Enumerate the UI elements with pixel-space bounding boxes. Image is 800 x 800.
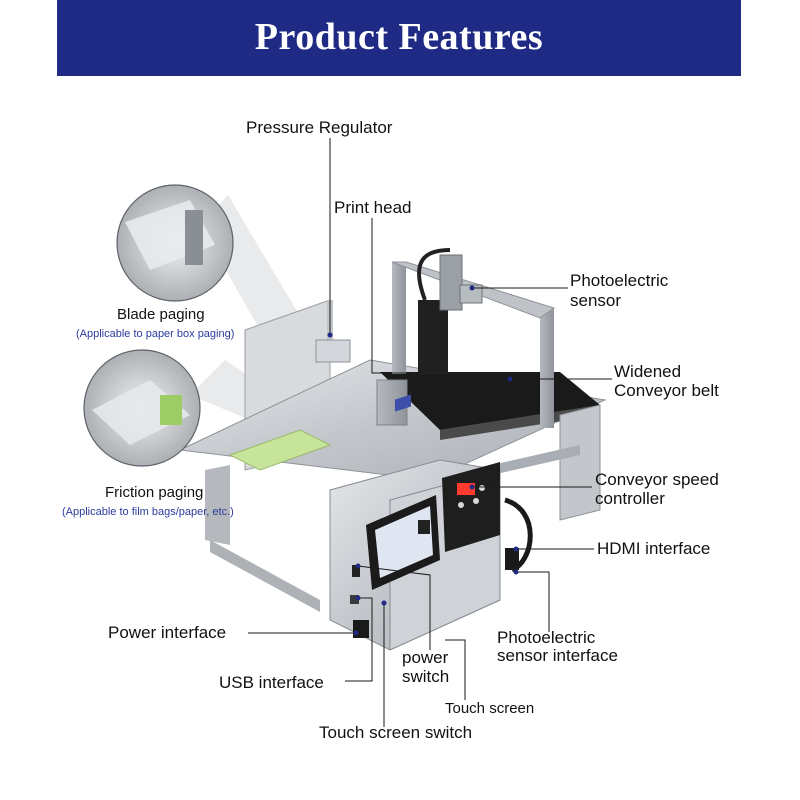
label-widened-1: Widened — [614, 362, 682, 381]
label-conveyor-speed-2: controller — [595, 489, 665, 508]
conveyor-belt-edge — [440, 405, 600, 440]
dot-power-switch — [355, 563, 361, 569]
label-power-switch-1: power — [402, 648, 449, 667]
speed-button-2 — [458, 502, 464, 508]
label-touch-screen: Touch screen — [445, 700, 535, 717]
gantry-post-right — [540, 308, 554, 428]
label-power-switch-2: switch — [402, 667, 450, 686]
dot-hdmi — [513, 546, 519, 552]
leader-dots — [327, 285, 519, 636]
label-photo-sensor-interface-1: Photoelectric — [497, 628, 596, 647]
label-blade-paging: Blade paging — [117, 306, 205, 323]
touch-screen-switch-port — [352, 565, 360, 577]
dot-photo-sensor-interface — [513, 569, 519, 575]
dot-photoelectric-sensor — [469, 285, 475, 291]
touch-screen-qr — [418, 520, 430, 534]
paper-stack — [228, 429, 332, 471]
dot-power-interface — [353, 630, 359, 636]
label-print-head: Print head — [334, 198, 412, 217]
dot-widened-belt — [507, 376, 513, 382]
dot-usb — [355, 595, 361, 601]
leader-touch-screen — [445, 639, 466, 700]
leg-front-left — [205, 465, 230, 545]
photoelectric-sensor-unit — [459, 284, 483, 304]
label-usb: USB interface — [219, 673, 324, 692]
usb-port — [350, 595, 359, 604]
base-rail-front — [210, 540, 320, 612]
leader-usb — [345, 597, 373, 682]
dot-pressure-regulator — [327, 332, 333, 338]
dot-speed-controller — [469, 484, 475, 490]
touch-screen-ui-block — [395, 394, 411, 412]
leader-power-switch — [357, 565, 431, 650]
speed-controller-panel — [442, 462, 500, 552]
label-photo-sensor-interface-2: sensor interface — [497, 646, 618, 665]
label-friction-paging: Friction paging — [105, 484, 204, 501]
speed-button-1 — [479, 485, 485, 491]
hdmi-port — [505, 548, 519, 570]
title-banner: Product Features — [57, 0, 741, 76]
speed-button-3 — [473, 498, 479, 504]
label-pressure-regulator: Pressure Regulator — [246, 118, 393, 137]
leader-lines — [248, 138, 612, 727]
label-power-interface: Power interface — [108, 623, 227, 642]
page-title: Product Features — [254, 16, 544, 58]
label-hdmi: HDMI interface — [597, 539, 711, 558]
regulator-block — [315, 339, 351, 363]
leader-photo-sensor-interface — [516, 571, 550, 632]
label-widened-2: Conveyor belt — [614, 381, 719, 400]
label-photoelectric-sensor-2: sensor — [570, 291, 622, 310]
friction-detail-pad — [160, 395, 182, 425]
label-touch-screen-switch: Touch screen switch — [319, 723, 473, 742]
gantry-post-left — [392, 262, 406, 374]
blade-detail-blade — [185, 210, 203, 265]
label-photoelectric-sensor-1: Photoelectric — [570, 271, 669, 290]
label-blade-paging-note: (Applicable to paper box paging) — [76, 328, 235, 340]
label-friction-paging-note: (Applicable to film bags/paper, etc.) — [62, 506, 234, 518]
print-head-body — [418, 300, 448, 375]
leg-right — [559, 404, 601, 521]
label-conveyor-speed-1: Conveyor speed — [595, 470, 719, 489]
dot-touch-screen-switch — [381, 600, 387, 606]
leader-print-head — [371, 218, 420, 374]
print-head-cable — [417, 248, 451, 301]
print-head-mount — [439, 254, 463, 311]
